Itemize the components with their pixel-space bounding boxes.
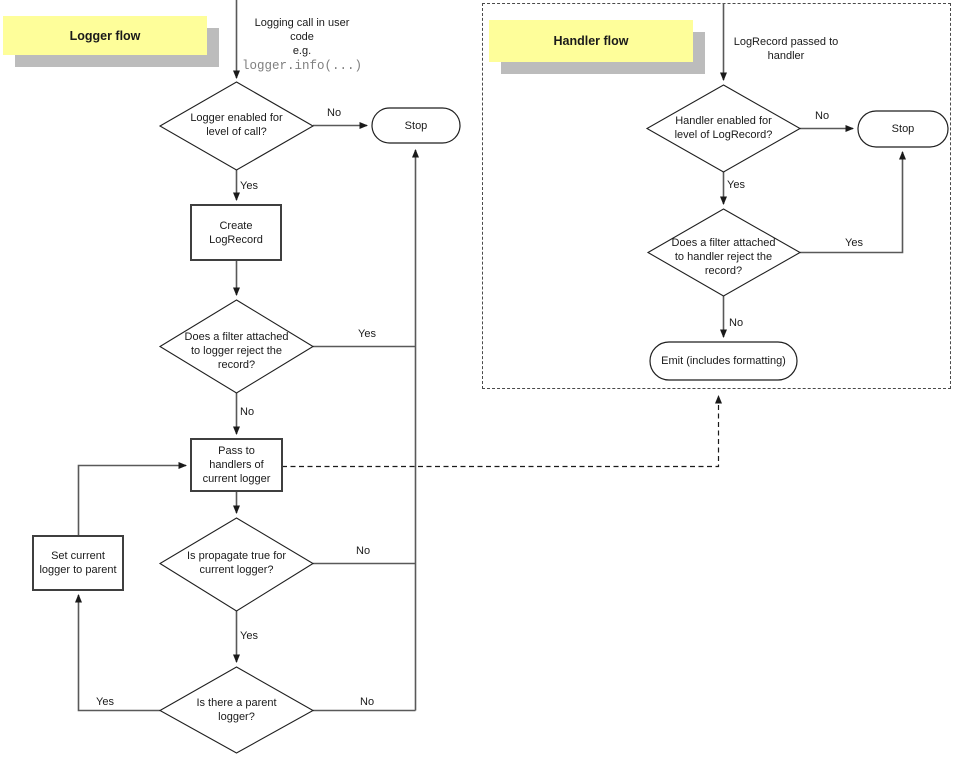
process-pass-handlers-shape xyxy=(190,438,283,492)
terminator-handler-stop-text: Stop xyxy=(891,123,915,135)
logger-flow-title: Logger flow xyxy=(3,16,207,55)
decision-parent-text: Is there a parent logger? xyxy=(196,697,277,723)
terminator-emit-text: Emit (includes formatting) xyxy=(661,355,786,367)
edge-handler-filter-yes xyxy=(800,151,906,254)
label-parent-no: No xyxy=(360,696,375,708)
decision-logger-level-shape xyxy=(158,81,315,171)
decision-propagate-shape xyxy=(158,517,315,612)
edge-pass-to-handler-flow xyxy=(282,395,722,468)
edge-setparent-to-pass xyxy=(77,462,187,536)
decision-handler-filter-shape xyxy=(646,208,802,297)
handler-flow-title-label: Handler flow xyxy=(553,34,629,48)
label-parent-yes: Yes xyxy=(96,696,114,708)
terminator-handler-stop-shape xyxy=(857,110,949,148)
label-handler-level-yes: Yes xyxy=(727,179,745,191)
label-propagate-no: No xyxy=(356,545,371,557)
handler-flow-box xyxy=(482,3,951,389)
process-set-parent-shape xyxy=(32,535,124,591)
label-handler-filter-yes: Yes xyxy=(845,237,863,249)
process-create-logrecord-text: Create LogRecord xyxy=(209,219,263,246)
decision-handler-level-text: Handler enabled for level of LogRecord? xyxy=(674,115,773,141)
decision-propagate-text: Is propagate true for current logger? xyxy=(186,550,287,576)
handler-entry-text: LogRecord passed to handler xyxy=(733,36,839,62)
logger-entry-code: logger.info(...) xyxy=(241,59,363,73)
process-create-logrecord-shape xyxy=(190,204,282,261)
terminator-logger-stop-text: Stop xyxy=(404,119,428,132)
handler-flow-title: Handler flow xyxy=(489,20,693,62)
label-logger-filter-yes: Yes xyxy=(358,328,376,340)
label-handler-level-no: No xyxy=(815,110,830,122)
decision-parent-shape xyxy=(158,666,315,754)
label-logger-level-no: No xyxy=(327,107,342,119)
decision-logger-filter-text: Does a filter attached to logger reject … xyxy=(184,331,289,371)
decision-handler-filter-text: Does a filter attached to handler reject… xyxy=(671,237,776,277)
decision-logger-filter-shape xyxy=(158,299,315,394)
decision-handler-level-shape xyxy=(645,84,802,173)
process-pass-handlers-text: Pass to handlers of current logger xyxy=(202,445,271,485)
process-set-parent-text: Set current logger to parent xyxy=(39,550,117,576)
label-handler-filter-no: No xyxy=(729,317,744,329)
label-logger-level-yes: Yes xyxy=(240,180,258,192)
edge-parent-yes-loop xyxy=(75,594,160,712)
label-logger-filter-no: No xyxy=(240,406,255,418)
decision-logger-level-text: Logger enabled for level of call? xyxy=(190,112,283,138)
terminator-logger-stop-shape xyxy=(371,107,461,144)
logger-entry-text: Logging call in user code e.g. xyxy=(254,17,350,57)
terminator-emit-shape xyxy=(649,341,798,381)
logger-flow-title-label: Logger flow xyxy=(69,28,141,43)
label-propagate-yes: Yes xyxy=(240,630,258,642)
